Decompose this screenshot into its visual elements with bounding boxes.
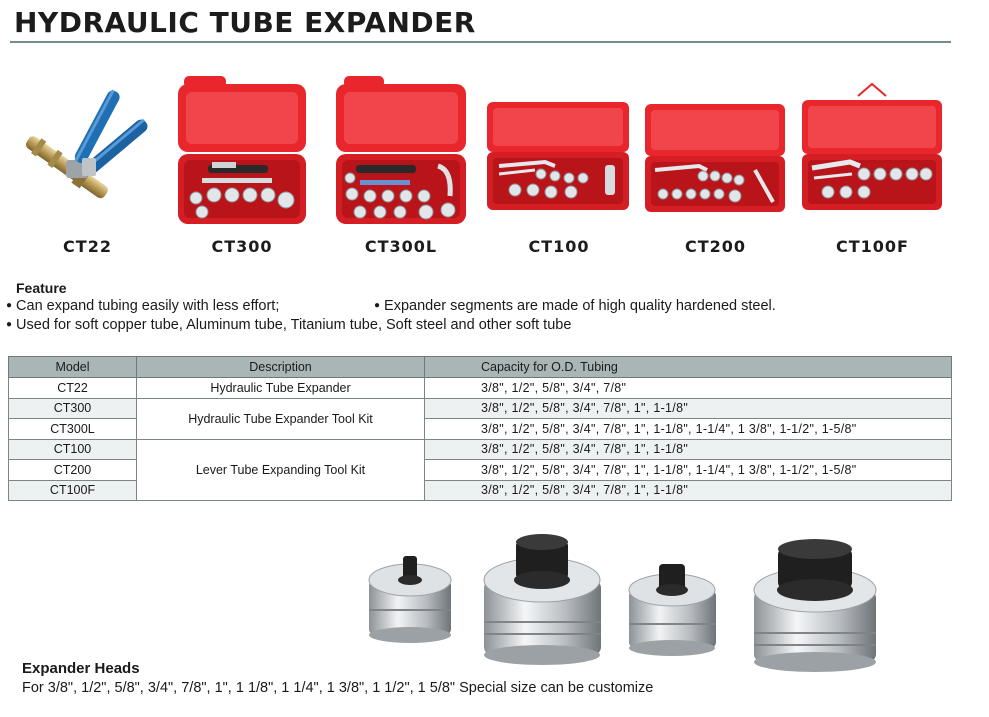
model-cell: CT200 bbox=[8, 459, 137, 481]
bullet-icon: ● bbox=[6, 300, 13, 311]
model-cell: CT100F bbox=[8, 479, 137, 501]
product-ct200[interactable]: CT200 bbox=[643, 70, 788, 260]
hydraulic-expander-handles-icon bbox=[25, 89, 148, 199]
expander-heads-heading: Expander Heads bbox=[22, 660, 140, 677]
product-label: CT22 bbox=[63, 237, 112, 256]
column-header-capacity: Capacity for O.D. Tubing bbox=[424, 356, 952, 378]
description-cell: Lever Tube Expanding Tool Kit bbox=[136, 438, 425, 501]
product-label: CT300 bbox=[211, 237, 273, 256]
table-header-row: Model Description Capacity for O.D. Tubi… bbox=[8, 356, 952, 378]
product-label: CT200 bbox=[684, 237, 747, 256]
feature-item: ●Can expand tubing easily with less effo… bbox=[6, 298, 280, 314]
bullet-icon: ● bbox=[6, 319, 13, 330]
capacity-cell: 3/8", 1/2", 5/8", 3/4", 7/8", 1", 1-1/8"… bbox=[424, 459, 952, 481]
table-row: CT100 Lever Tube Expanding Tool Kit 3/8"… bbox=[8, 438, 952, 501]
red-tool-case-icon bbox=[178, 76, 306, 224]
expander-heads-gallery bbox=[355, 530, 885, 672]
expander-head-icon bbox=[753, 539, 877, 672]
table-row: CT22 Hydraulic Tube Expander 3/8", 1/2",… bbox=[8, 377, 952, 399]
product-ct22[interactable]: CT22 bbox=[20, 70, 155, 260]
model-cell: CT100 bbox=[8, 438, 137, 460]
model-cell: CT300 bbox=[8, 397, 137, 419]
feature-item: ●Expander segments are made of high qual… bbox=[374, 298, 776, 314]
expander-head-icon bbox=[483, 534, 601, 665]
feature-item: ●Used for soft copper tube, Aluminum tub… bbox=[6, 317, 572, 333]
feature-heading: Feature bbox=[16, 280, 67, 296]
product-ct100[interactable]: CT100 bbox=[485, 70, 633, 260]
product-label: CT300L bbox=[364, 237, 438, 256]
model-cell: CT22 bbox=[8, 377, 137, 399]
capacity-cell: 3/8", 1/2", 5/8", 3/4", 7/8" bbox=[424, 377, 952, 399]
expander-heads-sizes: For 3/8", 1/2", 5/8", 3/4", 7/8", 1", 1 … bbox=[22, 680, 654, 696]
column-header-model: Model bbox=[8, 356, 137, 378]
column-header-description: Description bbox=[136, 356, 425, 378]
product-ct300l[interactable]: CT300L bbox=[330, 70, 472, 260]
table-row: CT300L 3/8", 1/2", 5/8", 3/4", 7/8", 1",… bbox=[8, 418, 952, 440]
capacity-cell: 3/8", 1/2", 5/8", 3/4", 7/8", 1", 1-1/8" bbox=[424, 397, 952, 419]
expander-head-icon bbox=[628, 564, 716, 656]
capacity-cell: 3/8", 1/2", 5/8", 3/4", 7/8", 1", 1-1/8" bbox=[424, 438, 952, 460]
model-cell: CT300L bbox=[8, 418, 137, 440]
table-row: CT300 Hydraulic Tube Expander Tool Kit 3… bbox=[8, 397, 952, 440]
red-tool-case-icon bbox=[802, 82, 942, 210]
spec-table: Model Description Capacity for O.D. Tubi… bbox=[8, 356, 952, 501]
red-tool-case-icon bbox=[336, 76, 466, 224]
red-tool-case-icon bbox=[487, 102, 629, 210]
bullet-icon: ● bbox=[374, 300, 381, 311]
description-cell: Hydraulic Tube Expander Tool Kit bbox=[136, 397, 425, 440]
red-tool-case-icon bbox=[645, 104, 785, 212]
product-label: CT100 bbox=[528, 237, 590, 256]
capacity-cell: 3/8", 1/2", 5/8", 3/4", 7/8", 1", 1-1/8"… bbox=[424, 418, 952, 440]
title-divider bbox=[10, 41, 951, 43]
product-gallery: CT22 CT300 bbox=[0, 70, 989, 260]
product-ct100f[interactable]: CT100F bbox=[800, 70, 945, 260]
description-cell: Hydraulic Tube Expander bbox=[136, 377, 425, 399]
table-row: CT200 3/8", 1/2", 5/8", 3/4", 7/8", 1", … bbox=[8, 459, 952, 481]
capacity-cell: 3/8", 1/2", 5/8", 3/4", 7/8", 1", 1-1/8" bbox=[424, 479, 952, 501]
table-row: CT100F 3/8", 1/2", 5/8", 3/4", 7/8", 1",… bbox=[8, 479, 952, 501]
product-ct300[interactable]: CT300 bbox=[172, 70, 312, 260]
page-title: HYDRAULIC TUBE EXPANDER bbox=[14, 6, 476, 39]
expander-head-icon bbox=[368, 556, 452, 643]
product-label: CT100F bbox=[836, 237, 909, 256]
